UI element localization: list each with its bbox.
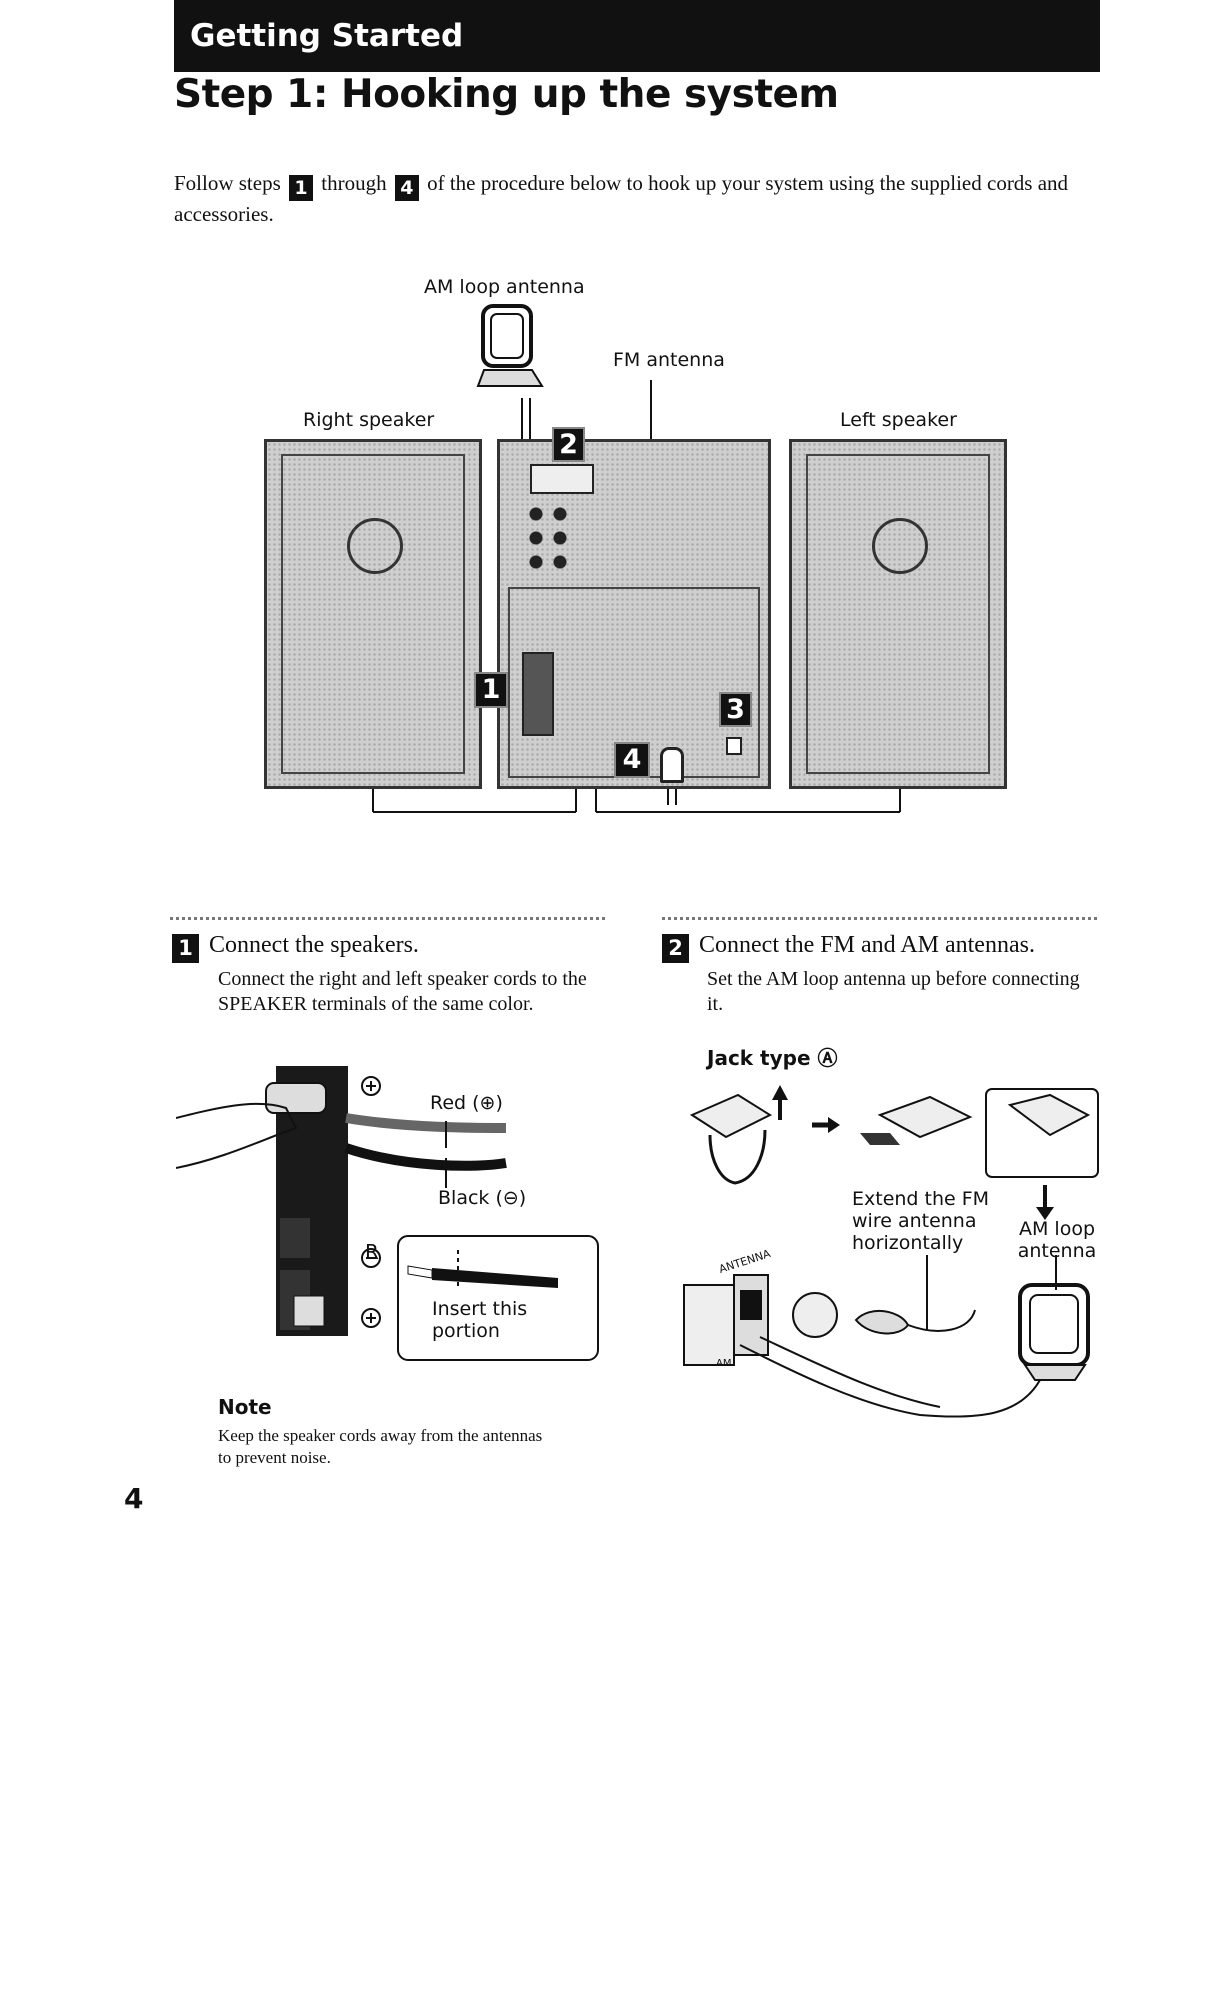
step1-heading: 1 Connect the speakers. [172,930,419,963]
intro-text-before: Follow steps [174,171,281,195]
note-body: Keep the speaker cords away from the ant… [218,1426,543,1467]
terminal-r-label: R [365,1240,379,1264]
am-loop-antenna-step2-label: AM loop antenna [1017,1218,1097,1262]
left-speaker [789,439,1007,789]
intro-text-after: of the procedure below to hook up your s… [174,171,1069,226]
red-terminal-label: Red (⊕) [430,1092,503,1114]
diagram-badge-1: 1 [474,672,508,708]
antenna-connection-illustration [683,1085,1099,1418]
fm-antenna-label: FM antenna [613,349,725,371]
diagram-badge-2: 2 [552,427,585,462]
intro-text-middle: through [321,171,387,195]
right-speaker [264,439,482,789]
page-title: Step 1: Hooking up the system [174,72,839,117]
diagram-badge-4: 4 [614,742,650,778]
step1-divider [170,917,608,920]
step1-body: Connect the right and left speaker cords… [218,968,587,1015]
step2-heading-text: Connect the FM and AM antennas. [699,932,1035,958]
section-header: Getting Started [174,0,1100,72]
note-heading: Note [218,1395,272,1419]
am-jack-text: AM [716,1358,732,1369]
step2-divider [662,917,1098,920]
insert-portion-label: Insert this portion [432,1298,528,1342]
step2-number: 2 [662,934,689,963]
main-unit [497,439,771,789]
step1-heading-text: Connect the speakers. [209,932,419,958]
black-terminal-label: Black (⊖) [438,1187,527,1209]
speaker-terminal-illustration [176,1066,599,1361]
intro-paragraph: Follow steps 1 through 4 of the procedur… [174,170,1094,227]
jack-type-label: Jack type Ⓐ [707,1046,838,1070]
extend-fm-label: Extend the FM wire antenna horizontally [852,1188,990,1254]
right-speaker-label: Right speaker [303,409,435,431]
am-loop-antenna-label: AM loop antenna [424,276,585,298]
diagram-badge-3: 3 [719,692,752,727]
intro-step-from: 1 [289,175,314,201]
step2-heading: 2 Connect the FM and AM antennas. [662,930,1035,963]
step2-body: Set the AM loop antenna up before connec… [707,968,1080,1015]
left-speaker-label: Left speaker [840,409,957,431]
am-loop-antenna-icon [476,304,544,387]
step1-number: 1 [172,934,199,963]
intro-step-to: 4 [394,175,419,201]
page-number: 4 [124,1482,144,1515]
